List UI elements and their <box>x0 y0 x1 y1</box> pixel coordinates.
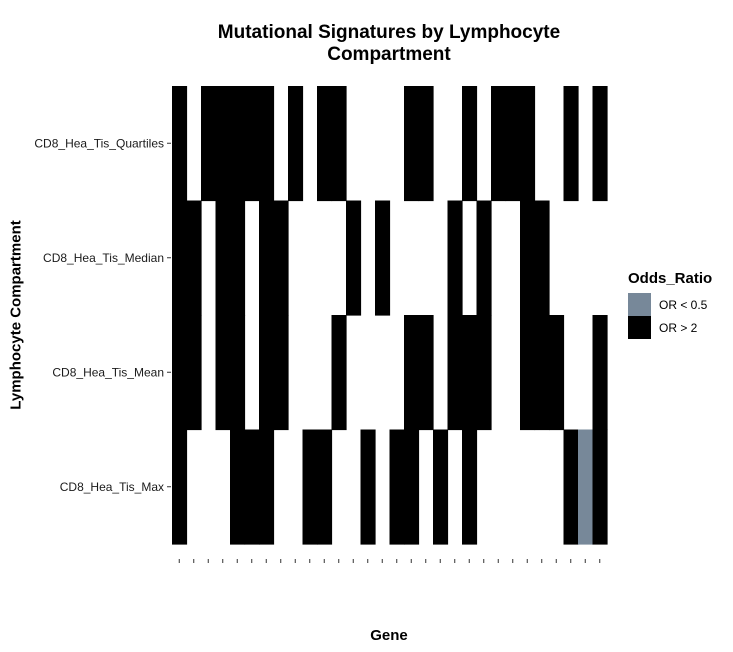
y-tick-label: CD8_Hea_Tis_Max <box>60 480 164 494</box>
heatmap-cell <box>404 86 420 202</box>
heatmap-cell <box>259 86 275 202</box>
heatmap-cell <box>230 200 246 316</box>
legend-item-or-less-0-5: OR < 0.5 <box>628 293 712 316</box>
legend-swatch-or-greater-2 <box>628 316 651 339</box>
y-tick-label: CD8_Hea_Tis_Median <box>43 251 164 265</box>
heatmap-cell <box>259 200 275 316</box>
heatmap-cell <box>534 315 550 431</box>
heatmap-cell <box>447 200 463 316</box>
heatmap-cell <box>201 86 217 202</box>
heatmap-cell <box>172 200 188 316</box>
y-tick-label: CD8_Hea_Tis_Quartiles <box>34 136 164 150</box>
heatmap-cell <box>418 315 434 431</box>
y-axis-ticks: CD8_Hea_Tis_QuartilesCD8_Hea_Tis_MedianC… <box>34 136 171 494</box>
heatmap-cell <box>476 315 492 431</box>
heatmap-cell <box>491 86 507 202</box>
heatmap-cell <box>520 200 536 316</box>
heatmap-cell <box>404 429 420 545</box>
heatmap-cell <box>447 315 463 431</box>
heatmap-cell <box>259 315 275 431</box>
chart-title: Mutational Signatures by Lymphocyte Comp… <box>217 22 561 65</box>
heatmap-cell <box>462 315 478 431</box>
heatmap-cell <box>302 429 318 545</box>
legend: Odds_Ratio OR < 0.5 OR > 2 <box>628 270 712 339</box>
heatmap-cell <box>186 200 202 316</box>
heatmap-cell <box>259 429 275 545</box>
heatmap-cell <box>563 429 579 545</box>
heatmap-cells <box>172 86 608 545</box>
heatmap-cell <box>592 315 608 431</box>
heatmap-cell <box>186 315 202 431</box>
heatmap-cell <box>375 200 391 316</box>
x-axis-ticks <box>178 559 601 563</box>
heatmap-cell <box>172 429 188 545</box>
heatmap-cell <box>331 86 347 202</box>
heatmap-cell <box>433 429 449 545</box>
heatmap-cell <box>244 429 260 545</box>
heatmap-cell <box>462 429 478 545</box>
heatmap-cell <box>273 200 289 316</box>
heatmap-cell <box>230 429 246 545</box>
heatmap-cell <box>389 429 405 545</box>
y-tick-label: CD8_Hea_Tis_Mean <box>52 365 164 379</box>
x-axis-title: Gene <box>370 627 408 644</box>
heatmap-cell <box>563 86 579 202</box>
heatmap-cell <box>520 315 536 431</box>
heatmap-cell <box>462 86 478 202</box>
heatmap-cell <box>505 86 521 202</box>
heatmap-cell <box>317 86 333 202</box>
heatmap-cell <box>578 429 594 545</box>
heatmap-cell <box>172 315 188 431</box>
legend-label-or-less-0-5: OR < 0.5 <box>659 297 708 312</box>
heatmap-cell <box>592 86 608 202</box>
legend-swatch-or-less-0-5 <box>628 293 651 316</box>
heatmap-cell <box>404 315 420 431</box>
heatmap-cell <box>549 315 565 431</box>
heatmap-cell <box>317 429 333 545</box>
heatmap-cell <box>476 200 492 316</box>
heatmap-cell <box>215 86 231 202</box>
heatmap-cell <box>288 86 304 202</box>
heatmap-cell <box>520 86 536 202</box>
heatmap-cell <box>360 429 376 545</box>
y-axis-title-text: Lymphocyte Compartment <box>7 220 25 410</box>
heatmap-cell <box>230 86 246 202</box>
heatmap-cell <box>331 315 347 431</box>
heatmap-cell <box>592 429 608 545</box>
legend-label-or-greater-2: OR > 2 <box>659 320 698 335</box>
heatmap-cell <box>534 200 550 316</box>
heatmap-cell <box>273 315 289 431</box>
legend-title: Odds_Ratio <box>628 270 713 287</box>
heatmap-cell <box>244 86 260 202</box>
heatmap-cell <box>172 86 188 202</box>
heatmap-cell <box>215 315 231 431</box>
legend-item-or-greater-2: OR > 2 <box>628 316 712 339</box>
heatmap-cell <box>418 86 434 202</box>
heatmap-cell <box>230 315 246 431</box>
heatmap-cell <box>215 200 231 316</box>
heatmap-cell <box>346 200 362 316</box>
